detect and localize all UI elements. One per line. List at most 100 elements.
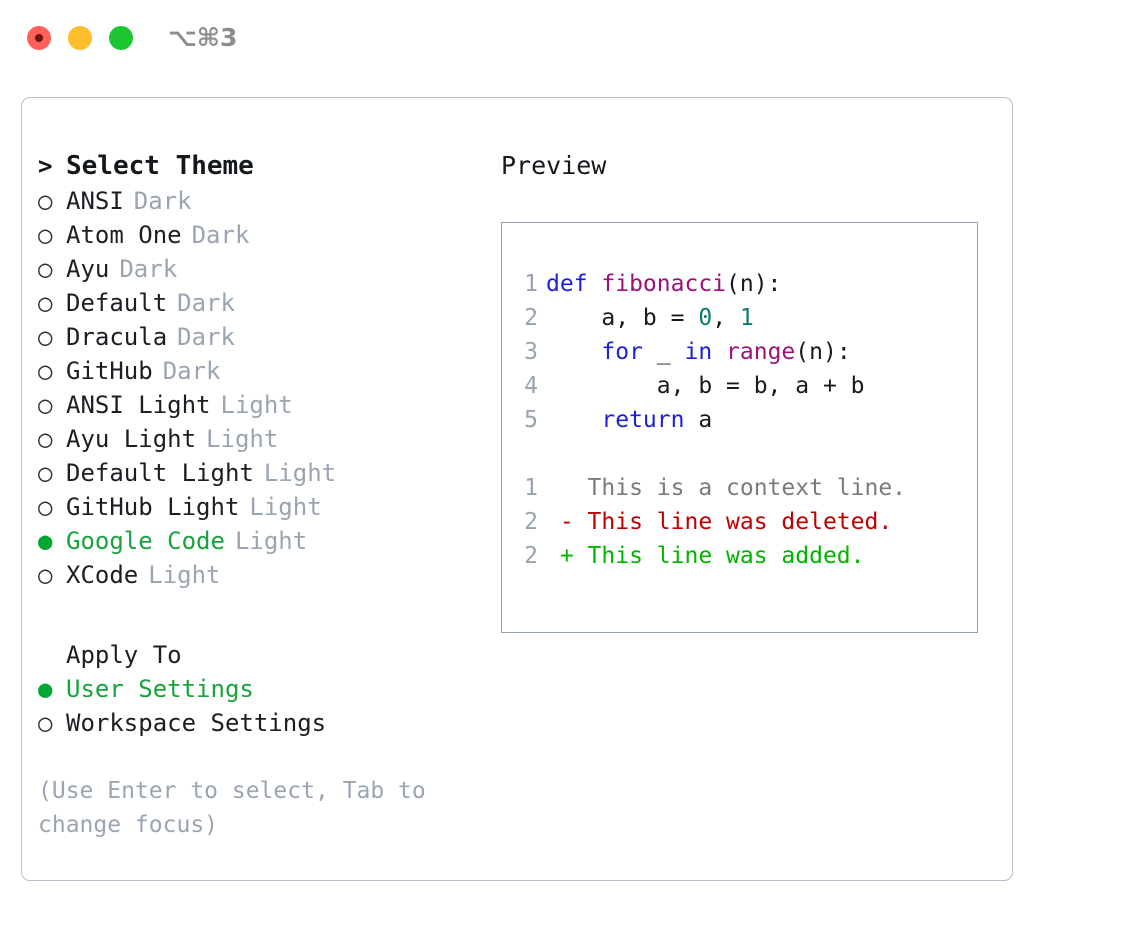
radio-selected-icon[interactable]: ● — [38, 675, 53, 703]
select-theme-header: > Select Theme — [38, 148, 468, 184]
section-spacer — [38, 592, 468, 638]
radio-unselected-icon[interactable]: ○ — [38, 187, 53, 215]
code-token-kw: def — [546, 271, 602, 297]
close-button[interactable] — [27, 26, 51, 50]
line-number: 5 — [524, 407, 538, 433]
keyboard-hint-text: (Use Enter to select, Tab to change focu… — [38, 778, 426, 838]
code-text: a, b = 0, 1 — [546, 301, 753, 335]
apply-to-name: Workspace Settings — [66, 709, 327, 737]
code-line: 5 return a — [502, 403, 977, 437]
radio-unselected-icon[interactable]: ○ — [38, 709, 53, 737]
theme-category: Light — [220, 391, 293, 419]
theme-category: Light — [249, 493, 322, 521]
code-token-plain — [712, 339, 726, 365]
code-text: a, b = b, a + b — [546, 369, 865, 403]
apply-to-item[interactable]: ○ Workspace Settings — [38, 706, 468, 740]
traffic-light-buttons — [27, 26, 133, 50]
radio-unselected-icon[interactable]: ○ — [38, 221, 53, 249]
theme-category: Light — [234, 527, 308, 555]
theme-category: Dark — [162, 357, 221, 385]
code-token-kw: return — [601, 407, 685, 433]
theme-name: ANSI Light — [66, 391, 211, 419]
theme-name: Default — [66, 289, 168, 317]
theme-name: Ayu — [66, 255, 110, 283]
code-token-plain: a — [684, 407, 713, 433]
theme-list-item[interactable]: ○ GitHub Dark — [38, 354, 468, 388]
apply-to-marker — [38, 638, 66, 672]
select-theme-label: Select Theme — [66, 151, 254, 181]
radio-unselected-icon[interactable]: ○ — [38, 493, 53, 521]
theme-list-item[interactable]: ○ ANSI Light Light — [38, 388, 468, 422]
theme-name: Ayu Light — [66, 425, 197, 453]
theme-list-item[interactable]: ● Google Code Light — [38, 524, 468, 558]
diff-line: 2 - This line was deleted. — [502, 505, 977, 539]
minimize-button[interactable] — [68, 26, 92, 50]
theme-category: Light — [148, 561, 221, 589]
theme-category: Dark — [191, 221, 250, 249]
code-token-plain: (n): — [726, 271, 782, 297]
code-text: for _ in range(n): — [546, 335, 851, 369]
code-token-fn: range — [726, 339, 796, 365]
code-line: 2 a, b = 0, 1 — [502, 301, 977, 335]
apply-to-item[interactable]: ●User Settings — [38, 672, 468, 706]
theme-category: Dark — [177, 323, 235, 351]
code-token-plain: , — [712, 305, 740, 331]
line-number: 2 — [524, 543, 538, 569]
radio-unselected-icon[interactable]: ○ — [38, 425, 53, 453]
code-token-kw: in — [684, 339, 713, 365]
zoom-button[interactable] — [109, 26, 133, 50]
radio-unselected-icon[interactable]: ○ — [38, 391, 53, 419]
radio-selected-icon[interactable]: ● — [38, 527, 53, 555]
diff-sign — [546, 471, 588, 505]
theme-list-item[interactable]: ○ Default Light Light — [38, 456, 468, 490]
radio-unselected-icon[interactable]: ○ — [38, 561, 53, 589]
line-number: 2 — [524, 305, 538, 331]
apply-to-list: ●User Settings ○ Workspace Settings — [38, 672, 468, 740]
prompt-caret-icon: > — [38, 152, 53, 180]
code-token-plain: a, b = — [546, 305, 699, 331]
code-token-plain: a, b = b, a + b — [546, 373, 865, 399]
keyboard-shortcut-label: ⌥⌘3 — [168, 23, 238, 52]
radio-unselected-icon[interactable]: ○ — [38, 459, 53, 487]
theme-category: Light — [206, 425, 279, 453]
theme-name: GitHub — [66, 357, 153, 385]
diff-text: This is a context line. — [587, 475, 907, 501]
code-token-plain — [546, 339, 601, 365]
code-token-num: 0 — [698, 305, 713, 331]
code-text: return a — [546, 403, 712, 437]
line-number: 2 — [524, 509, 538, 535]
code-token-plain: _ — [642, 339, 685, 365]
theme-name: Default Light — [66, 459, 254, 487]
radio-unselected-icon[interactable]: ○ — [38, 289, 53, 317]
code-token-plain: (n): — [795, 339, 851, 365]
radio-unselected-icon[interactable]: ○ — [38, 255, 53, 283]
code-token-kw: for — [601, 339, 643, 365]
radio-unselected-icon[interactable]: ○ — [38, 357, 53, 385]
diff-line: 2 + This line was added. — [502, 539, 977, 573]
theme-name: Google Code — [66, 527, 225, 555]
theme-category: Light — [263, 459, 337, 487]
line-number: 1 — [524, 271, 538, 297]
diff-spacer — [502, 437, 977, 471]
diff-sign: - — [546, 509, 588, 535]
code-text: def fibonacci(n): — [546, 267, 781, 301]
radio-unselected-icon[interactable]: ○ — [38, 323, 53, 351]
code-line: 1 def fibonacci(n): — [502, 267, 977, 301]
line-number: 3 — [524, 339, 538, 365]
diff-sign: + — [546, 543, 588, 569]
title-bar: ⌥⌘3 — [0, 0, 1140, 78]
theme-list-item[interactable]: ○ Ayu Light Light — [38, 422, 468, 456]
